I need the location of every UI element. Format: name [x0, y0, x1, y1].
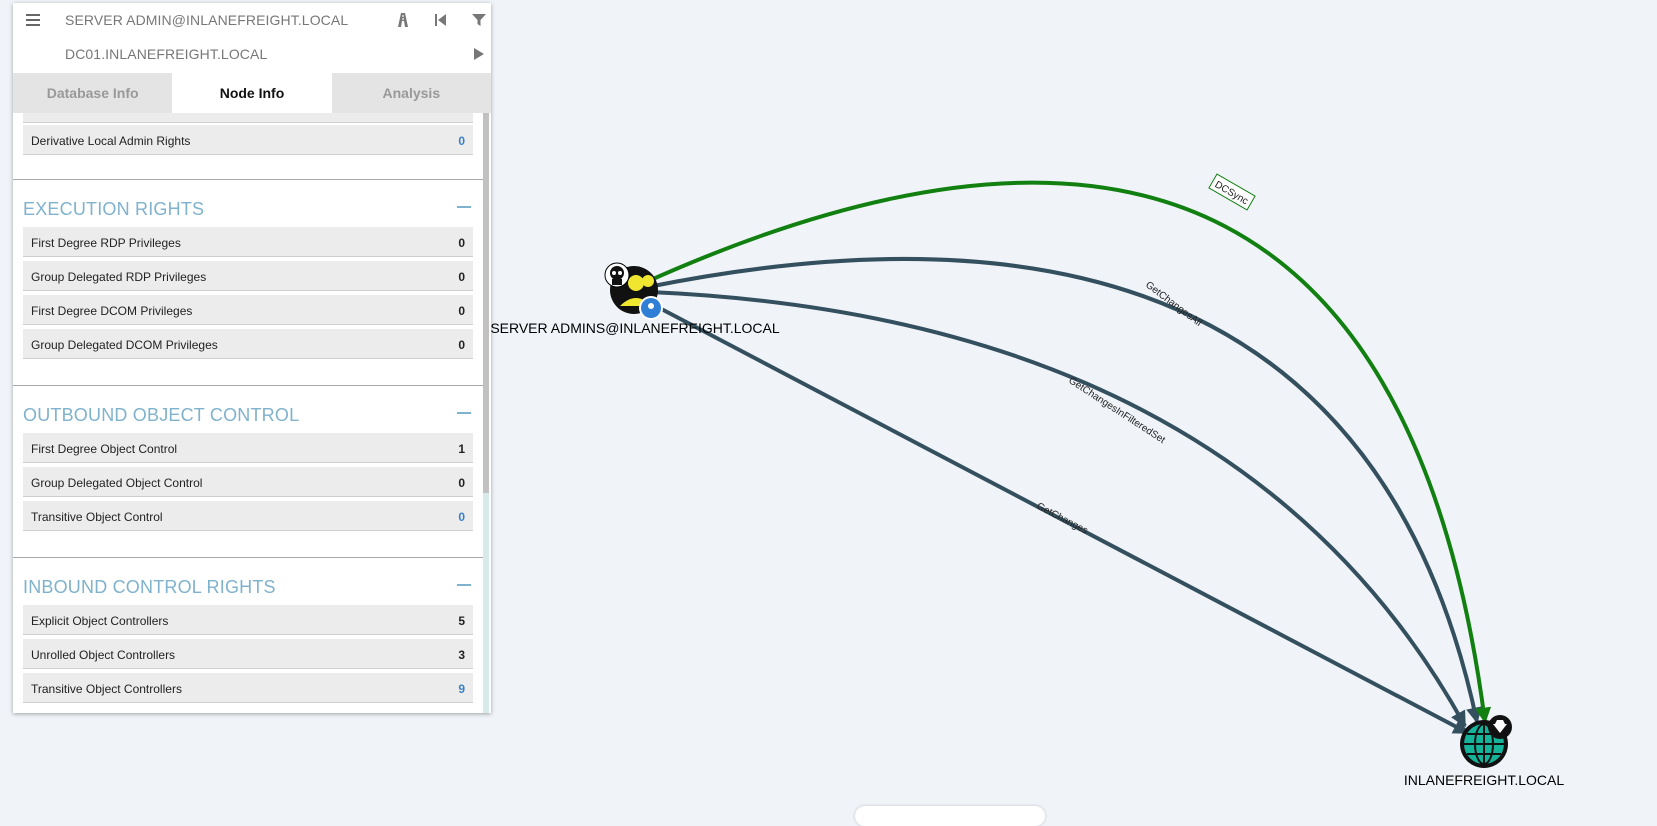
row-value: 5: [458, 614, 465, 628]
node-label-server-admins: SERVER ADMINS@INLANEFREIGHT.LOCAL: [490, 320, 780, 336]
section-execution-rights: EXECUTION RIGHTS: [23, 187, 473, 227]
list-item[interactable]: Group Delegated DCOM Privileges 0: [23, 329, 473, 359]
node-server-admins[interactable]: [604, 262, 663, 320]
row-label: First Degree Object Control: [31, 442, 178, 456]
list-item[interactable]: Group Delegated RDP Privileges 0: [23, 261, 473, 291]
tab-database-info[interactable]: Database Info: [13, 73, 173, 113]
row-value: 0: [458, 304, 465, 318]
section-divider: [13, 179, 483, 180]
section-title: INBOUND CONTROL RIGHTS: [23, 577, 276, 597]
location-pin-icon: [639, 296, 663, 320]
row-label: Explicit Object Controllers: [31, 614, 169, 628]
filter-icon[interactable]: [469, 10, 489, 30]
back-icon[interactable]: [431, 10, 451, 30]
gem-icon: [1488, 715, 1512, 739]
section-outbound-object-control: OUTBOUND OBJECT CONTROL: [23, 393, 473, 433]
list-item[interactable]: Transitive Object Controllers 9: [23, 673, 473, 703]
edge-dcsync[interactable]: [643, 180, 1492, 724]
section-title: EXECUTION RIGHTS: [23, 199, 205, 219]
node-label-inlanefreight-local: INLANEFREIGHT.LOCAL: [1404, 772, 1564, 788]
row-value: 3: [458, 648, 465, 662]
section-divider: [13, 557, 483, 558]
scrollbar-thumb[interactable]: [483, 113, 489, 493]
list-item[interactable]: Unrolled Object Controllers 3: [23, 639, 473, 669]
edge-label-getchanges: GetChanges: [1035, 501, 1090, 537]
list-item[interactable]: First Degree DCOM Privileges 0: [23, 295, 473, 325]
edge-label-getchangesall: GetChangesAll: [1143, 280, 1203, 329]
target-node-input[interactable]: DC01.INLANEFREIGHT.LOCAL: [65, 46, 268, 62]
row-value[interactable]: 9: [458, 682, 465, 696]
row-label: Transitive Object Control: [31, 510, 163, 524]
tab-analysis[interactable]: Analysis: [331, 73, 491, 113]
play-icon[interactable]: [469, 44, 489, 64]
globe-icon: [1464, 723, 1504, 765]
row-value: 0: [458, 270, 465, 284]
collapse-icon[interactable]: [457, 584, 471, 586]
row-value: 0: [458, 338, 465, 352]
edge-label-getchangesinfilteredset: GetChangesInFilteredSet: [1066, 375, 1167, 446]
skull-icon: [604, 262, 630, 288]
list-item[interactable]: First Degree Object Control 1: [23, 433, 473, 463]
node-inlanefreight-local[interactable]: [1460, 715, 1512, 768]
start-node-input[interactable]: SERVER ADMIN@INLANEFREIGHT.LOCAL: [65, 12, 349, 28]
collapse-icon[interactable]: [457, 412, 471, 414]
row-value[interactable]: 0: [458, 134, 465, 148]
collapse-icon[interactable]: [457, 206, 471, 208]
list-item[interactable]: Explicit Object Controllers 5: [23, 605, 473, 635]
list-item[interactable]: Transitive Object Control 0: [23, 501, 473, 531]
section-divider: [13, 385, 483, 386]
row-value[interactable]: 0: [458, 510, 465, 524]
target-node-search-row: DC01.INLANEFREIGHT.LOCAL: [13, 37, 491, 71]
edge-label-dcsync-box: DCSync: [1208, 173, 1256, 211]
tab-node-info[interactable]: Node Info: [172, 73, 332, 113]
list-item[interactable]: Derivative Local Admin Rights 0: [23, 125, 473, 155]
row-label: Group Delegated Object Control: [31, 476, 203, 490]
edge-getchangesinfilteredset[interactable]: [649, 290, 1467, 728]
row-label: First Degree DCOM Privileges: [31, 304, 193, 318]
list-item[interactable]: First Degree RDP Privileges 0: [23, 227, 473, 257]
row-label: Group Delegated DCOM Privileges: [31, 338, 218, 352]
row-label: Derivative Local Admin Rights: [31, 134, 191, 148]
row-label: Unrolled Object Controllers: [31, 648, 176, 662]
side-panel: SERVER ADMIN@INLANEFREIGHT.LOCAL DC01.IN…: [13, 3, 491, 713]
bottom-control-stub: [855, 806, 1045, 826]
row-value: 1: [458, 442, 465, 456]
node-info-content[interactable]: Derivative Local Admin Rights 0 EXECUTIO…: [13, 113, 491, 713]
edge-getchangesall[interactable]: [647, 256, 1482, 724]
menu-icon[interactable]: [23, 10, 43, 30]
row-label: Group Delegated RDP Privileges: [31, 270, 207, 284]
list-item: [23, 113, 473, 123]
start-node-search-row: SERVER ADMIN@INLANEFREIGHT.LOCAL: [13, 3, 491, 37]
pathfinding-icon[interactable]: [393, 10, 413, 30]
section-title: OUTBOUND OBJECT CONTROL: [23, 405, 300, 425]
section-inbound-control-rights: INBOUND CONTROL RIGHTS: [23, 565, 473, 605]
list-item[interactable]: Group Delegated Object Control 0: [23, 467, 473, 497]
row-value: 0: [458, 236, 465, 250]
row-label: First Degree RDP Privileges: [31, 236, 181, 250]
panel-tabs: Database Info Node Info Analysis: [13, 73, 491, 113]
edge-getchanges[interactable]: [649, 301, 1470, 735]
row-label: Transitive Object Controllers: [31, 682, 182, 696]
row-value: 0: [458, 476, 465, 490]
